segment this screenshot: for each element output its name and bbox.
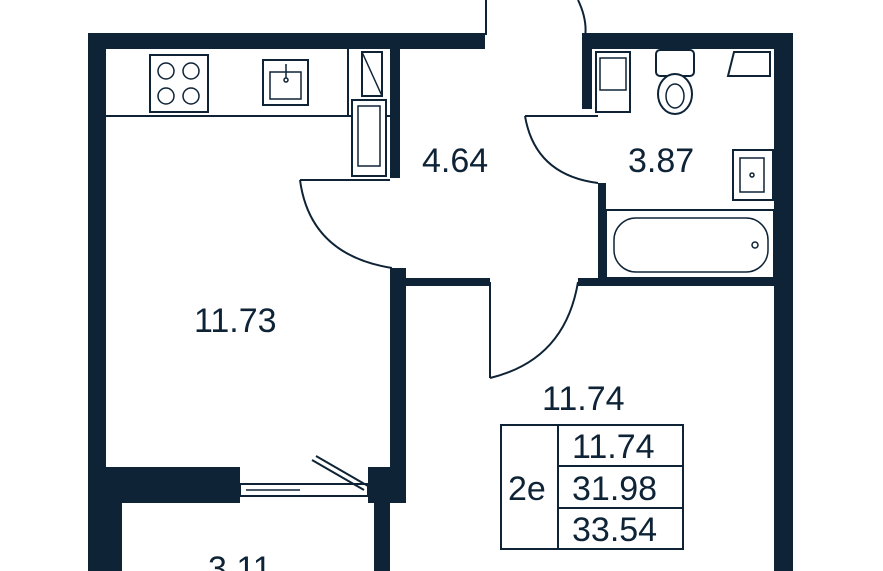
wall-top-right xyxy=(582,33,793,49)
washing-machine-icon xyxy=(595,51,631,113)
wall-right xyxy=(774,33,793,571)
door-bathroom xyxy=(524,115,599,184)
door-bedroom xyxy=(489,281,579,379)
wall-top-left xyxy=(88,33,485,49)
entrance-door xyxy=(485,0,587,47)
wall-left xyxy=(88,33,106,571)
label-kitchen-living-area: 11.73 xyxy=(194,302,277,340)
label-hallway-area: 4.64 xyxy=(422,142,488,180)
stove-icon xyxy=(149,54,209,113)
balcony-door xyxy=(239,455,369,497)
label-bedroom-area: 11.74 xyxy=(542,380,625,418)
apartment-type: 2е xyxy=(508,470,546,508)
wall-hall-bedroom-right xyxy=(578,278,774,286)
summary-total-with-balcony: 33.54 xyxy=(572,511,657,549)
wall-living-hall-upper xyxy=(390,49,400,178)
wall-balcony-left xyxy=(88,467,240,503)
wardrobe-lower-icon xyxy=(351,99,387,177)
summary-total-area: 31.98 xyxy=(572,470,657,508)
kitchen-counter xyxy=(106,49,390,117)
bathroom-fixtures xyxy=(595,49,775,279)
door-living xyxy=(299,179,393,269)
wardrobe xyxy=(351,51,387,177)
bathtub-icon xyxy=(605,209,775,279)
wall-living-hall-lower xyxy=(390,268,406,503)
area-summary-table: 2е 11.74 31.98 33.54 xyxy=(500,424,684,550)
walls xyxy=(88,33,793,571)
wall-balcony-side-left xyxy=(106,503,122,571)
label-balcony-area: 3.11 xyxy=(208,550,272,571)
summary-living-area: 11.74 xyxy=(572,428,655,466)
label-bathroom-area: 3.87 xyxy=(628,142,694,180)
wall-hall-bedroom-left xyxy=(390,278,490,286)
wall-bathroom-left xyxy=(598,183,606,283)
wall-bathroom-stub xyxy=(582,49,592,109)
wall-balcony-side-right xyxy=(374,503,390,571)
area-labels: 11.73 4.64 3.87 11.74 3.11 xyxy=(194,142,694,571)
toilet-icon xyxy=(655,49,695,115)
